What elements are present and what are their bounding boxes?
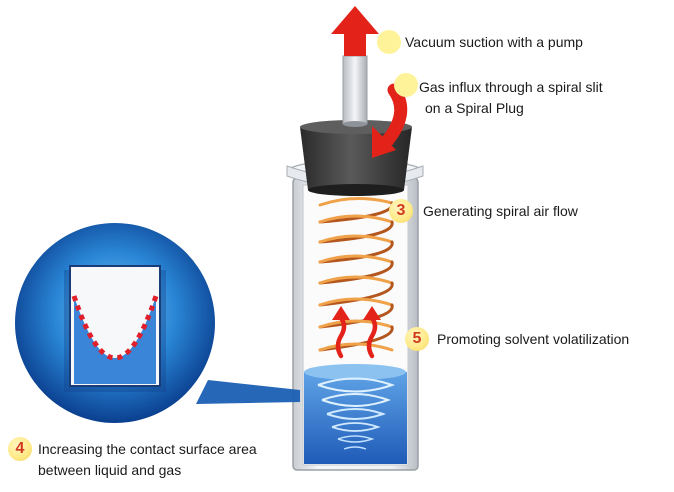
step-5-badge: 5	[405, 327, 429, 351]
spiral-flow-label: Generating spiral air flow	[423, 203, 578, 219]
wavy-up-arrow-icon	[332, 306, 381, 359]
step-3-badge: 3	[389, 199, 413, 223]
gas-influx-label-1: Gas influx through a spiral slit	[419, 79, 603, 95]
contact-area-label-1: Increasing the contact surface area	[38, 441, 257, 457]
vacuum-label: Vacuum suction with a pump	[405, 34, 583, 50]
curved-inlet-arrow-icon	[372, 83, 408, 158]
up-arrow-icon	[331, 6, 379, 56]
volatilization-label: Promoting solvent volatilization	[437, 331, 630, 347]
spiral-air-flow	[318, 196, 394, 352]
step-4-badge: 4	[8, 437, 32, 461]
liquid-vortex	[304, 364, 407, 464]
zoom-callout	[15, 223, 300, 423]
suction-pipe	[342, 55, 368, 127]
gas-influx-label-2: on a Spiral Plug	[425, 100, 524, 116]
marker-dot-2	[394, 73, 418, 97]
marker-dot-1	[377, 30, 401, 54]
contact-area-label-2: between liquid and gas	[38, 462, 182, 478]
